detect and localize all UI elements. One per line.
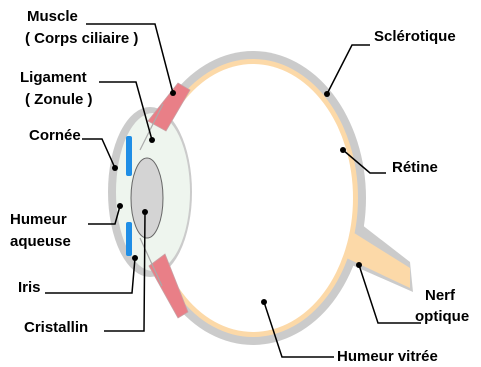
label-optique: optique	[415, 307, 469, 326]
label-iris: Iris	[18, 278, 41, 297]
dot-cristallin	[142, 209, 148, 215]
label-humeur-vitree: Humeur vitrée	[337, 347, 438, 366]
dot-muscle	[170, 90, 176, 96]
lens	[131, 158, 163, 238]
iris-top	[126, 136, 132, 176]
dot-ligament	[149, 137, 155, 143]
label-ligament-subtitle: ( Zonule )	[25, 90, 93, 109]
label-ligament: Ligament	[20, 68, 87, 87]
dot-retine	[340, 147, 346, 153]
label-nerf: Nerf	[425, 286, 455, 305]
label-humeur-aqueuse-line2: aqueuse	[10, 232, 71, 251]
iris-bottom	[126, 222, 132, 256]
label-cristallin: Cristallin	[24, 318, 88, 337]
label-cornee: Cornée	[29, 126, 81, 145]
label-humeur-aqueuse-line1: Humeur	[10, 210, 67, 229]
dot-humeur-aqueuse	[117, 203, 123, 209]
label-muscle: Muscle	[27, 7, 78, 26]
dot-sclerotique	[324, 91, 330, 97]
leader-cornee	[82, 139, 115, 168]
dot-iris	[132, 255, 138, 261]
label-retine: Rétine	[392, 158, 438, 177]
dot-cornee	[112, 165, 118, 171]
leader-sclerotique	[327, 45, 370, 94]
label-muscle-subtitle: ( Corps ciliaire )	[25, 29, 138, 48]
leader-iris	[45, 258, 135, 293]
label-sclerotique: Sclérotique	[374, 27, 456, 46]
dot-humeur-vitree	[261, 299, 267, 305]
dot-nerf	[356, 262, 362, 268]
